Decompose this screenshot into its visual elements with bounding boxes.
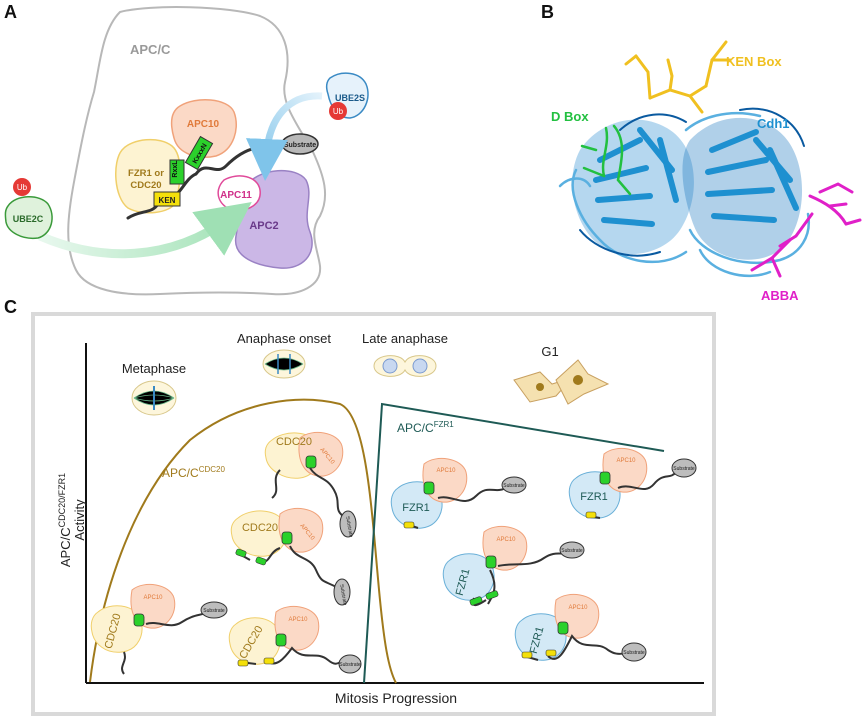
cdh1-label: Cdh1 xyxy=(757,116,790,131)
stage-anaphase-onset: Anaphase onset xyxy=(237,331,331,346)
fzr1-complex-3: FZR1 APC10 Substrate xyxy=(442,525,585,606)
stage-g1: G1 xyxy=(541,344,558,359)
fzr1-complex-2: FZR1 APC10 Substrate xyxy=(568,447,697,519)
cdc20-label-1: CDC20 xyxy=(276,436,312,448)
apc10-subunit xyxy=(170,99,237,158)
cdc20-activity-curve xyxy=(89,398,397,684)
ube2s-ubiquitin xyxy=(329,102,347,120)
cdc20-complex-3: CDC20 APC10 Substrate xyxy=(90,583,228,675)
abba-motif-icon xyxy=(750,182,862,278)
y-axis-title-sup: CDC20/FZR1 xyxy=(57,473,67,528)
apc-c-label: APC/C xyxy=(130,42,171,57)
panel-b: B xyxy=(541,2,862,303)
apc10-label-c3: APC10 xyxy=(143,595,163,601)
fzr1-complex-4: FZR1 APC10 Substrate xyxy=(514,593,647,662)
apc-c-outline xyxy=(67,6,327,296)
ube2s-ub-label: Ub xyxy=(333,107,344,116)
substrate-label-c2: Substrate xyxy=(338,584,348,606)
substrate-label-f4: Substrate xyxy=(623,650,645,656)
apc11-label: APC11 xyxy=(220,190,252,201)
abba-label: ABBA xyxy=(761,288,799,303)
metaphase-cell-icon xyxy=(131,380,177,416)
apc10-label: APC10 xyxy=(187,119,220,130)
substrate-label-c3: Substrate xyxy=(203,608,225,614)
stage-late-anaphase: Late anaphase xyxy=(362,331,448,346)
substrate-label-f3: Substrate xyxy=(561,548,583,554)
coactivator-label-2: CDC20 xyxy=(130,180,161,191)
apc10-label-c4: APC10 xyxy=(288,617,308,623)
panel-a: A APC/C APC2 APC11 APC10 FZR1 or CDC20 K… xyxy=(4,2,369,296)
panel-c: C APC/CCDC20/FZR1 Activity Mitosis Progr… xyxy=(4,297,716,716)
substrate-label-c1: Substrate xyxy=(344,516,354,538)
cdh1-structure-icon xyxy=(558,107,810,278)
panel-b-label: B xyxy=(541,2,554,22)
fzr1-complex-1: FZR1 APC10 Substrate xyxy=(390,457,527,529)
fzr1-curve-label-prefix: APC/C xyxy=(397,421,434,435)
apc10-label-f4: APC10 xyxy=(568,605,588,611)
fzr1-label-1: FZR1 xyxy=(402,502,430,514)
d-box-motif-icon xyxy=(580,124,632,196)
ube2s-label: UBE2S xyxy=(335,93,365,103)
cdc20-label-2: CDC20 xyxy=(242,522,278,534)
ken-degron: KEN xyxy=(153,191,181,207)
ken-box-label: KEN Box xyxy=(726,54,782,69)
apc10-label-f2: APC10 xyxy=(616,458,636,464)
ube2c-enzyme xyxy=(4,196,53,240)
fzr1-curve-label: APC/CFZR1 xyxy=(397,420,454,435)
cdc20-curve-label: APC/CCDC20 xyxy=(162,465,225,480)
g1-cells-icon xyxy=(513,359,610,405)
ube2c-arrow-icon xyxy=(38,202,252,259)
fzr1-activity-curve xyxy=(363,402,665,684)
ube2c-ub-label: Ub xyxy=(17,183,28,192)
panel-c-label: C xyxy=(4,297,17,317)
substrate-label-f2: Substrate xyxy=(673,466,695,472)
y-axis-title-prefix: APC/C xyxy=(58,527,73,567)
anaphase-onset-cell-icon xyxy=(262,349,306,379)
stage-metaphase: Metaphase xyxy=(122,361,186,376)
rxxl-degron: RxxL xyxy=(169,159,185,185)
y-axis-title: APC/CCDC20/FZR1 Activity xyxy=(57,473,87,567)
ube2c-ubiquitin xyxy=(13,178,31,196)
late-anaphase-cell-icon xyxy=(373,355,437,377)
ken-box-motif-icon xyxy=(624,40,732,114)
ken-label: KEN xyxy=(159,196,176,205)
x-axis-title: Mitosis Progression xyxy=(335,690,457,706)
apc10-label-f1: APC10 xyxy=(436,468,456,474)
svg-text:APC/CCDC20/FZR1: APC/CCDC20/FZR1 xyxy=(57,473,73,567)
ube2c-label: UBE2C xyxy=(13,214,44,224)
fzr1-curve-label-sup: FZR1 xyxy=(434,420,455,429)
cdc20-complex-4: CDC20 APC10 Substrate xyxy=(228,605,362,674)
fzr1-label-2: FZR1 xyxy=(580,491,608,503)
substrate-label-c4: Substrate xyxy=(339,662,361,668)
d-box-label: D Box xyxy=(551,109,589,124)
substrate-label-f1: Substrate xyxy=(503,483,525,489)
cdc20-complex-2: CDC20 APC10 Substrate xyxy=(230,507,351,606)
ube2s-arrow-icon xyxy=(245,92,323,181)
y-axis-title-line2: Activity xyxy=(72,499,87,541)
apc2-label: APC2 xyxy=(249,220,278,232)
coactivator-label-1: FZR1 or xyxy=(128,168,164,179)
panel-a-label: A xyxy=(4,2,17,22)
cdc20-curve-label-prefix: APC/C xyxy=(162,466,199,480)
substrate-label: Substrate xyxy=(284,142,316,149)
apc10-label-f3: APC10 xyxy=(496,537,516,543)
cdc20-curve-label-sup: CDC20 xyxy=(199,465,226,474)
cdc20-complex-1: CDC20 APC10 Substrate xyxy=(264,431,357,538)
rxxl-label: RxxL xyxy=(172,160,179,178)
